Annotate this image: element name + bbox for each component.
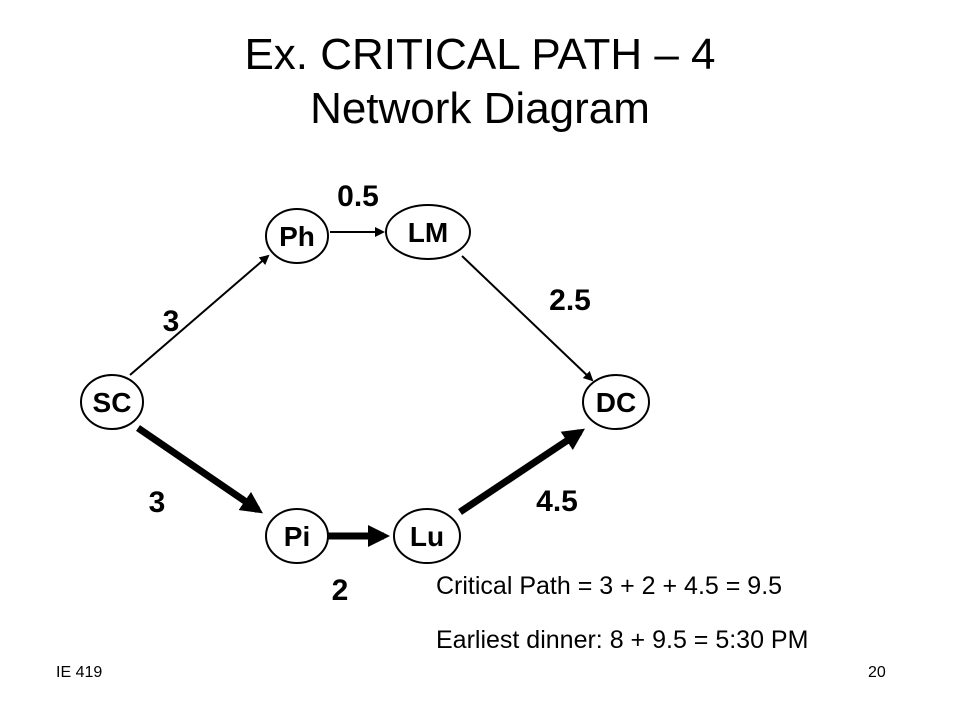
node-lm: LM: [385, 204, 471, 260]
node-lu-label: Lu: [410, 521, 444, 552]
title-line-1: Ex. CRITICAL PATH – 4: [244, 30, 716, 79]
node-sc: SC: [80, 374, 144, 430]
node-lu: Lu: [393, 508, 461, 564]
slide-title: Ex. CRITICAL PATH – 4 Network Diagram: [0, 28, 960, 136]
node-ph-label: Ph: [279, 221, 315, 252]
weight-sc-pi: 3: [149, 486, 166, 519]
edge-sc-pi: [136, 425, 263, 514]
node-pi: Pi: [265, 508, 329, 564]
earliest-dinner-note: Earliest dinner: 8 + 9.5 = 5:30 PM: [436, 626, 809, 654]
footer-course: IE 419: [56, 664, 103, 681]
edge-lm-dc: [461, 255, 594, 382]
node-ph: Ph: [265, 208, 329, 264]
node-dc: DC: [582, 374, 650, 430]
node-pi-label: Pi: [284, 521, 310, 552]
weight-lu-dc: 4.5: [536, 485, 578, 518]
weight-sc-ph: 3: [163, 305, 180, 338]
edge-sc-ph: [129, 254, 270, 376]
footer-page-number: 20: [868, 664, 886, 681]
node-dc-label: DC: [596, 387, 636, 418]
edge-lu-dc: [458, 428, 585, 515]
weight-ph-lm: 0.5: [337, 180, 379, 213]
critical-path-note: Critical Path = 3 + 2 + 4.5 = 9.5: [436, 572, 783, 600]
weight-pi-lu: 2: [332, 574, 349, 607]
node-lm-label: LM: [408, 217, 448, 248]
node-sc-label: SC: [93, 387, 132, 418]
weight-lm-dc: 2.5: [549, 284, 591, 317]
title-line-2: Network Diagram: [310, 84, 650, 133]
